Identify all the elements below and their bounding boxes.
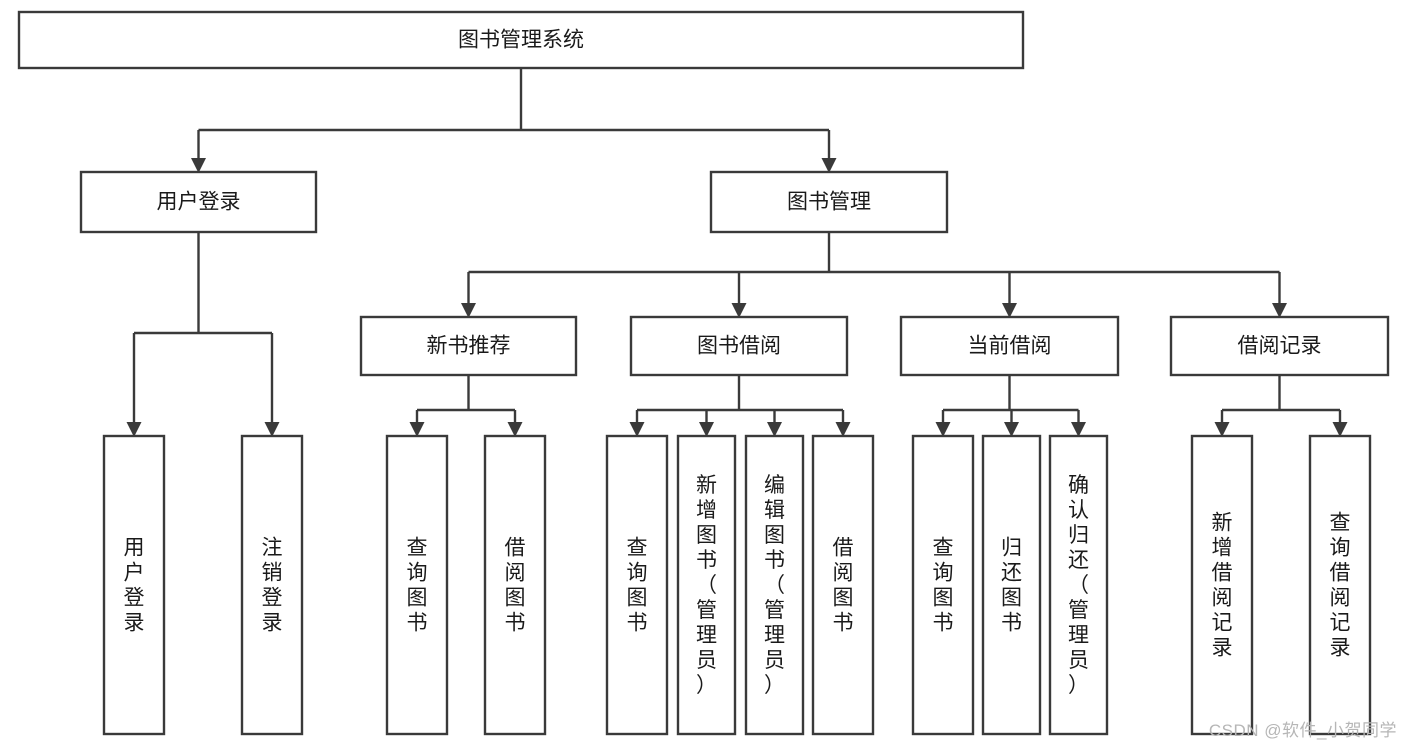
arrow-head-icon [1004,422,1019,437]
arrow-head-icon [1272,303,1287,318]
node-box-book-manage [709,170,949,234]
node-user-login-do[interactable]: 用户登录 [102,434,166,736]
connector-layer [126,68,1348,437]
node-label-cb-return-book: 归还图书 [1001,537,1022,635]
node-label-user-login: 用户登录 [157,191,241,214]
node-bb-borrow-book[interactable]: 借阅图书 [811,434,875,736]
node-user-login[interactable]: 用户登录 [79,170,318,234]
arrow-head-icon [821,158,837,173]
node-br-add-record[interactable]: 新增借阅记录 [1190,434,1254,736]
arrow-head-icon [461,303,476,318]
node-label-book-manage: 图书管理 [787,191,871,214]
node-new-book-recommend[interactable]: 新书推荐 [359,315,578,377]
node-label-bb-borrow-book: 借阅图书 [833,537,854,635]
node-user-logout[interactable]: 注销登录 [240,434,304,736]
node-box-cb-return-book [981,434,1042,736]
arrow-head-icon [731,303,747,318]
arrow-head-icon [1002,303,1017,318]
node-box-user-login-do [102,434,166,736]
node-label-br-add-record: 新增借阅记录 [1212,512,1233,660]
node-label-borrow-record: 借阅记录 [1238,335,1322,358]
node-box-root [17,10,1025,70]
node-label-br-query-record: 查询借阅记录 [1330,512,1351,660]
node-book-manage[interactable]: 图书管理 [709,170,949,234]
node-label-current-borrow: 当前借阅 [968,335,1052,358]
node-box-nbr-query-book [385,434,449,736]
node-bb-query-book[interactable]: 查询图书 [605,434,669,736]
node-label-book-borrow: 图书借阅 [697,335,781,358]
node-box-cb-confirm-return [1048,434,1109,736]
arrow-head-icon [1071,422,1086,437]
node-box-user-logout [240,434,304,736]
arrow-head-icon [126,422,142,437]
node-borrow-record[interactable]: 借阅记录 [1169,315,1390,377]
node-cb-return-book[interactable]: 归还图书 [981,434,1042,736]
node-cb-query-book[interactable]: 查询图书 [911,434,975,736]
arrow-head-icon [767,422,782,437]
node-label-bb-query-book: 查询图书 [627,537,648,635]
node-box-current-borrow [899,315,1120,377]
node-box-bb-add-book [676,434,737,736]
node-label-user-logout: 注销登录 [262,537,283,635]
node-label-nbr-borrow-book: 借阅图书 [505,537,526,635]
node-box-user-login [79,170,318,234]
node-box-bb-borrow-book [811,434,875,736]
node-root[interactable]: 图书管理系统 [17,10,1025,70]
watermark: CSDN @软件_小贺同学 [1208,721,1397,740]
node-br-query-record[interactable]: 查询借阅记录 [1308,434,1372,736]
arrow-head-icon [1214,422,1230,437]
node-label-user-login-do: 用户登录 [124,537,145,635]
node-cb-confirm-return[interactable]: 确认归还（管理员） [1048,434,1109,736]
arrow-head-icon [507,422,523,437]
node-box-bb-query-book [605,434,669,736]
arrow-head-icon [699,422,714,437]
node-book-borrow[interactable]: 图书借阅 [629,315,849,377]
node-current-borrow[interactable]: 当前借阅 [899,315,1120,377]
node-box-book-borrow [629,315,849,377]
node-box-br-query-record [1308,434,1372,736]
arrow-head-icon [409,422,425,437]
arrow-head-icon [191,158,206,173]
arrow-head-icon [1332,422,1348,437]
node-label-new-book-recommend: 新书推荐 [427,335,511,358]
node-label-bb-add-book: 新增图书（管理员） [696,474,717,697]
node-box-borrow-record [1169,315,1390,377]
arrow-head-icon [935,422,951,437]
node-label-root: 图书管理系统 [458,29,584,52]
node-label-cb-query-book: 查询图书 [933,537,954,635]
node-box-new-book-recommend [359,315,578,377]
node-box-bb-edit-book [744,434,805,736]
arrow-head-icon [264,422,280,437]
node-bb-add-book[interactable]: 新增图书（管理员） [676,434,737,736]
node-nbr-borrow-book[interactable]: 借阅图书 [483,434,547,736]
node-box-cb-query-book [911,434,975,736]
node-label-nbr-query-book: 查询图书 [407,537,428,635]
arrow-head-icon [835,422,851,437]
node-box-nbr-borrow-book [483,434,547,736]
arrow-head-icon [629,422,645,437]
node-box-br-add-record [1190,434,1254,736]
node-layer: 图书管理系统用户登录用户登录注销登录图书管理新书推荐查询图书借阅图书图书借阅查询… [17,10,1390,736]
node-nbr-query-book[interactable]: 查询图书 [385,434,449,736]
node-bb-edit-book[interactable]: 编辑图书（管理员） [744,434,805,736]
node-label-cb-confirm-return: 确认归还（管理员） [1068,474,1089,697]
node-label-bb-edit-book: 编辑图书（管理员） [764,474,785,697]
